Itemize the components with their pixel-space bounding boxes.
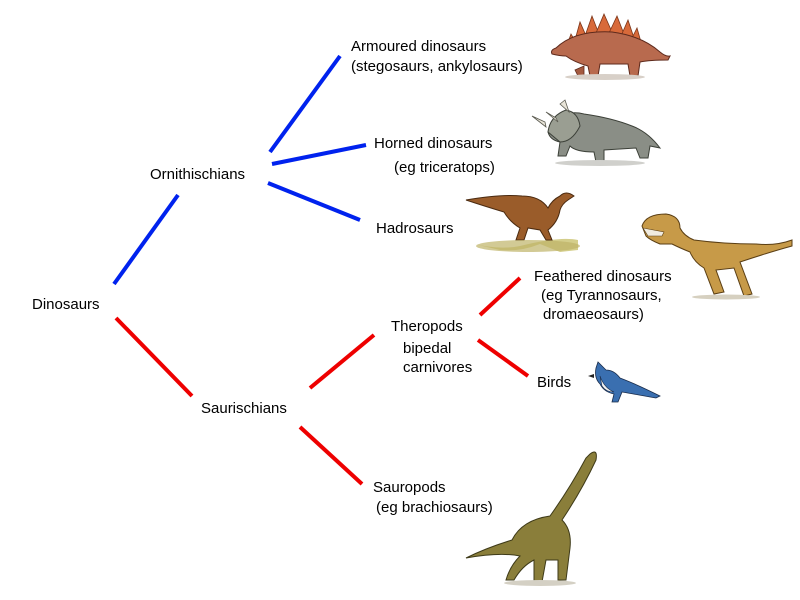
blue-jay-illustration (588, 361, 661, 403)
label-dinosaurs: Dinosaurs (32, 296, 100, 313)
label-armoured-dinosaurs: Armoured dinosaurs (351, 38, 487, 55)
label-armoured-examples: (stegosaurs, ankylosaurs) (351, 58, 523, 75)
label-feathered-examples-1: (eg Tyrannosaurs, (541, 287, 662, 304)
stegosaurus-illustration (551, 12, 671, 80)
label-theropods-desc-2: carnivores (403, 359, 473, 376)
branch-saurischians-sauropods (298, 425, 364, 486)
branch-dinosaurs-saurischians (114, 316, 194, 398)
label-saurischians: Saurischians (201, 400, 287, 417)
branch-ornithischians-armoured (268, 54, 342, 154)
branch-ornithischians-horned (271, 143, 367, 166)
label-theropods-desc-1: bipedal (403, 340, 452, 357)
brachiosaurus-illustration (465, 451, 597, 586)
branch-theropods-feathered (478, 276, 522, 317)
saurischian-branches (114, 276, 530, 486)
label-birds: Birds (537, 374, 572, 391)
triceratops-illustration (531, 99, 662, 166)
label-theropods: Theropods (391, 318, 463, 335)
label-horned-dinosaurs: Horned dinosaurs (374, 135, 493, 152)
label-sauropods-examples: (eg brachiosaurs) (376, 499, 493, 516)
label-feathered-examples-2: dromaeosaurs) (543, 306, 644, 323)
branch-saurischians-theropods (308, 333, 376, 390)
ornithischian-branches (112, 54, 367, 286)
branch-dinosaurs-ornithischians (112, 193, 180, 286)
hadrosaur-illustration (465, 192, 580, 252)
tyrannosaurus-illustration (641, 213, 793, 300)
label-horned-examples: (eg triceratops) (394, 159, 495, 176)
label-ornithischians: Ornithischians (150, 166, 246, 183)
branch-theropods-birds (476, 338, 530, 378)
branch-ornithischians-hadrosaurs (267, 181, 361, 222)
label-feathered-dinosaurs: Feathered dinosaurs (534, 268, 672, 285)
label-sauropods: Sauropods (373, 479, 446, 496)
label-hadrosaurs: Hadrosaurs (376, 220, 454, 237)
